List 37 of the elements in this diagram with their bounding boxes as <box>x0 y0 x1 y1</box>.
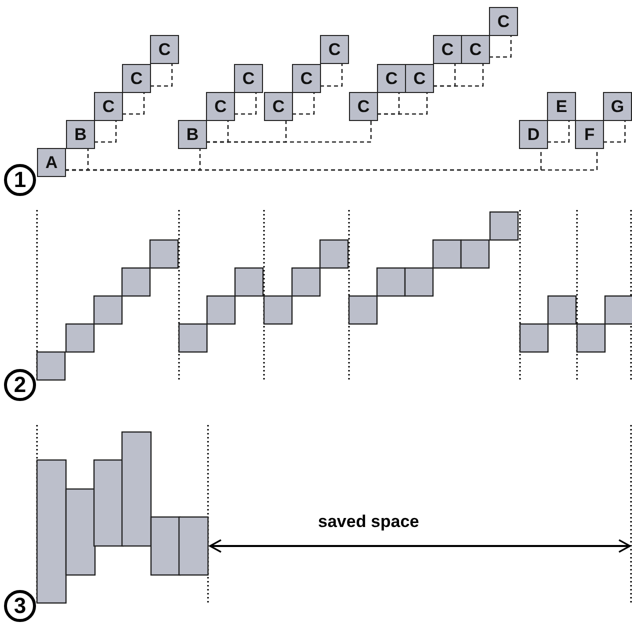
tree-node-box: C <box>433 35 462 64</box>
tree-node-box: C <box>461 35 490 64</box>
tree-node-box: C <box>320 35 349 64</box>
connector-line <box>377 92 428 115</box>
tree-node-box: F <box>575 120 604 149</box>
tree-node-box: C <box>292 64 321 93</box>
tree-node-box: C <box>122 64 151 93</box>
connector-line <box>292 92 315 115</box>
tree-node-box: C <box>377 64 406 93</box>
tree-node-box: C <box>264 92 293 121</box>
tree-node-box: A <box>37 148 66 177</box>
step-number: 3 <box>4 590 36 622</box>
tree-node-box: G <box>603 92 632 121</box>
connector-line <box>320 63 343 87</box>
step-number: 2 <box>4 369 36 401</box>
connector-line <box>150 63 173 87</box>
connector-line <box>603 120 626 143</box>
tree-node-box: C <box>206 92 235 121</box>
tree-node-box: E <box>547 92 576 121</box>
dimension-label: saved space <box>318 512 420 532</box>
tree-node-box: C <box>150 35 179 64</box>
tree-node-box: B <box>66 120 95 149</box>
connector-line <box>122 92 145 115</box>
tree-node-box: C <box>489 7 518 36</box>
connector-line <box>489 35 512 58</box>
connector-line <box>234 92 257 115</box>
tree-node-box: C <box>94 92 123 121</box>
connector-line <box>547 120 570 143</box>
connector-line <box>94 120 117 143</box>
connector-line <box>206 120 372 143</box>
tree-node-box: C <box>405 64 434 93</box>
tree-node-box: D <box>519 120 548 149</box>
tree-node-box: B <box>178 120 207 149</box>
tree-node-box: C <box>234 64 263 93</box>
step-number: 1 <box>4 164 36 196</box>
tree-node-box: C <box>349 92 378 121</box>
connector-line <box>433 63 484 87</box>
